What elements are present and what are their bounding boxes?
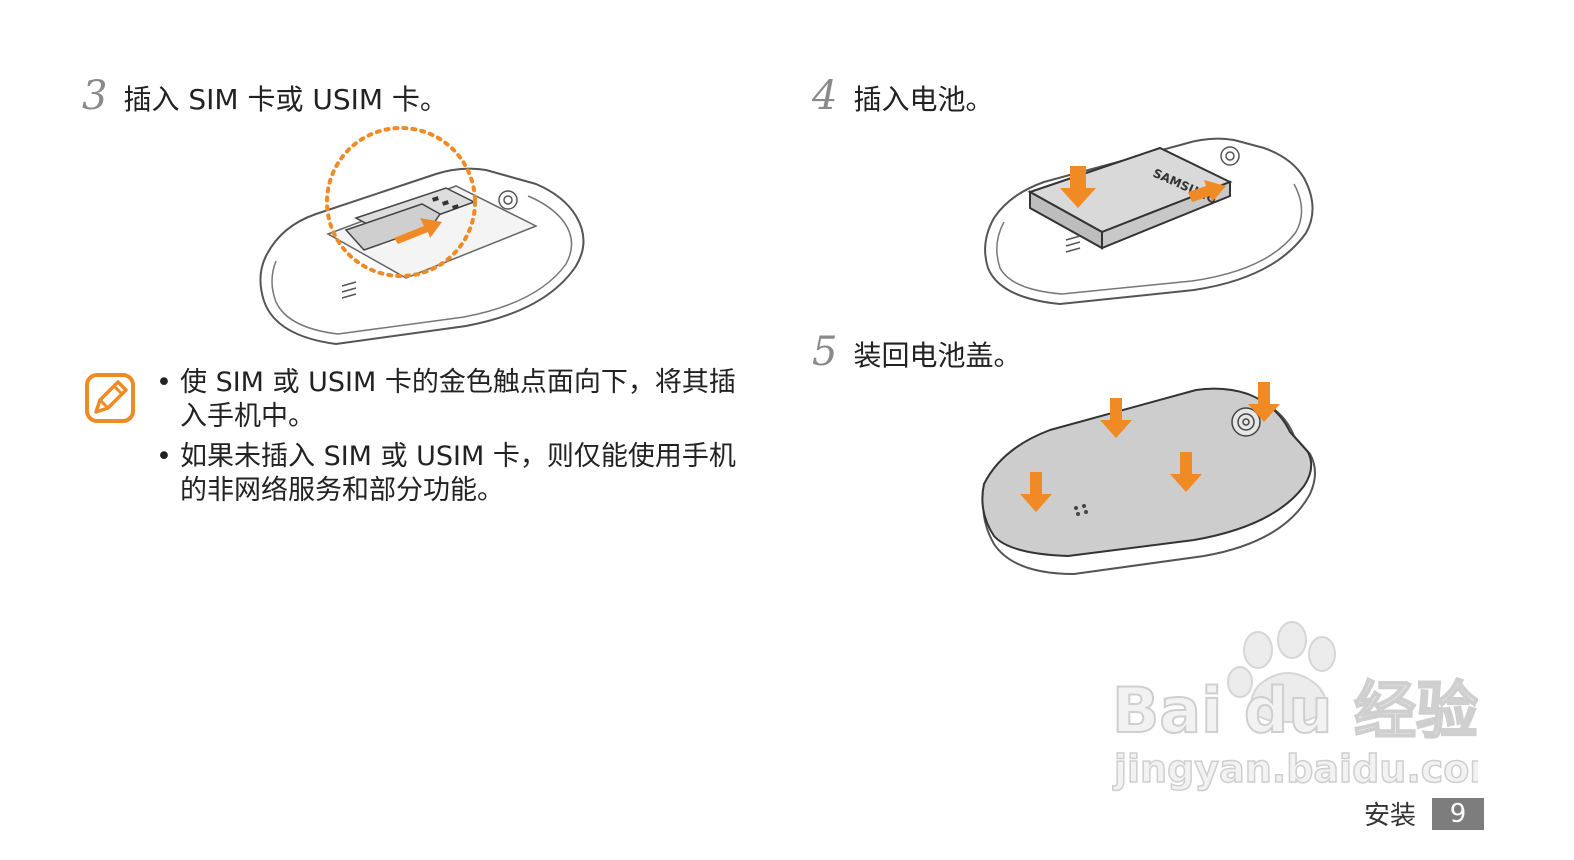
watermark-url: jingyan.baidu.com <box>1112 747 1478 791</box>
step-5-heading: 5 装回电池盖。 <box>812 332 1021 372</box>
list-item: • 使 SIM 或 USIM 卡的金色触点面向下，将其插入手机中。 <box>156 366 756 434</box>
watermark-brand: Bai du 经验 <box>1112 674 1478 747</box>
step-number: 3 <box>82 73 108 119</box>
page-footer: 安装 9 <box>1364 795 1484 832</box>
bullet-glyph: • <box>156 367 172 398</box>
page-number: 9 <box>1432 797 1484 830</box>
note-text: 如果未插入 SIM 或 USIM 卡，则仅能使用手机的非网络服务和部分功能。 <box>180 441 736 506</box>
sim-insert-illustration <box>259 126 585 346</box>
step-number: 4 <box>812 73 838 119</box>
step-4-heading: 4 插入电池。 <box>812 76 993 116</box>
note-icon <box>85 373 135 423</box>
note-list: • 使 SIM 或 USIM 卡的金色触点面向下，将其插入手机中。 • 如果未插… <box>156 366 756 514</box>
battery-insert-illustration: SAMSUNG <box>984 137 1314 306</box>
step-text: 插入电池。 <box>853 83 994 116</box>
step-text: 插入 SIM 卡或 USIM 卡。 <box>123 83 448 116</box>
bullet-glyph: • <box>156 441 172 472</box>
cover-replace-illustration <box>981 382 1316 576</box>
baidu-watermark: Bai du 经验 jingyan.baidu.com <box>1111 621 1478 792</box>
step-3-heading: 3 插入 SIM 卡或 USIM 卡。 <box>82 76 448 116</box>
section-title: 安装 <box>1363 801 1416 831</box>
note-text: 使 SIM 或 USIM 卡的金色触点面向下，将其插入手机中。 <box>180 367 736 432</box>
step-number: 5 <box>812 329 838 375</box>
list-item: • 如果未插入 SIM 或 USIM 卡，则仅能使用手机的非网络服务和部分功能。 <box>156 440 756 508</box>
step-text: 装回电池盖。 <box>853 339 1022 372</box>
